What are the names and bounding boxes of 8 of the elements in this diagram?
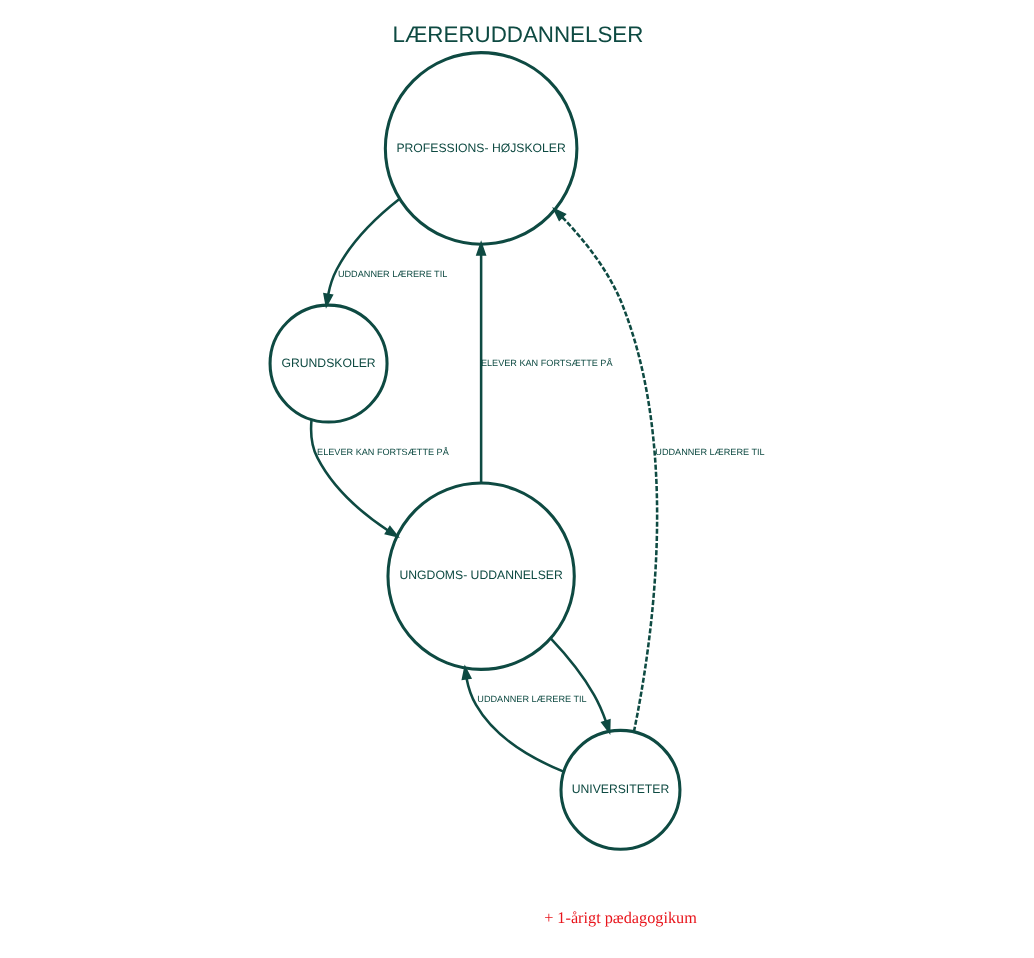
arrow xyxy=(322,198,400,309)
arrow xyxy=(460,664,564,773)
arrow xyxy=(548,637,610,735)
diagram-title: LÆRERUDDANNELSER xyxy=(391,24,643,49)
arrow xyxy=(308,419,399,539)
arrow xyxy=(551,206,658,732)
label: + 1-årigt pædagogikum xyxy=(543,909,696,928)
arrow xyxy=(474,240,486,483)
